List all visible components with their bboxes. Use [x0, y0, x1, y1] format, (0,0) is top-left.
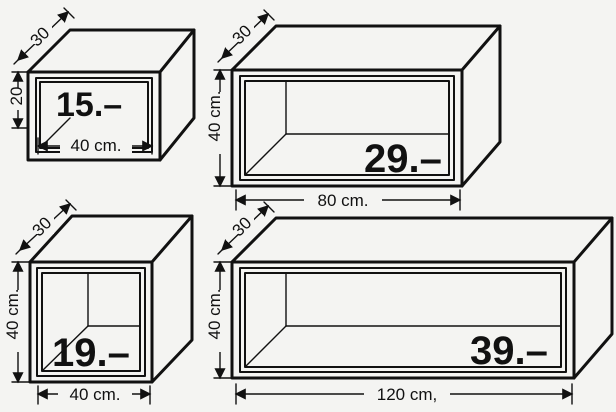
- shelf-wide-80: 30 40 cm. 80 cm. 29.–: [205, 9, 502, 211]
- height-label: 40 cm.: [205, 288, 224, 339]
- price-label: 15.–: [56, 86, 122, 124]
- shelf-small-cube: 30 20 40 cm. 15.–: [7, 7, 196, 162]
- height-label: 40 cm.: [205, 90, 224, 141]
- shelf-wide-120: 30 40 cm. 120 cm, 39.–: [205, 201, 614, 405]
- price-label: 29.–: [364, 137, 442, 181]
- width-label: 40 cm.: [69, 385, 120, 404]
- width-label: 120 cm,: [377, 385, 437, 404]
- price-label: 39.–: [470, 329, 548, 373]
- height-label: 20: [7, 87, 26, 106]
- shelf-cube-divided: 30 40 cm. 40 cm. 19.–: [3, 199, 194, 405]
- width-label: 80 cm.: [317, 191, 368, 210]
- width-label: 40 cm.: [70, 136, 121, 155]
- height-label: 40 cm.: [3, 288, 22, 339]
- price-label: 19.–: [52, 331, 130, 375]
